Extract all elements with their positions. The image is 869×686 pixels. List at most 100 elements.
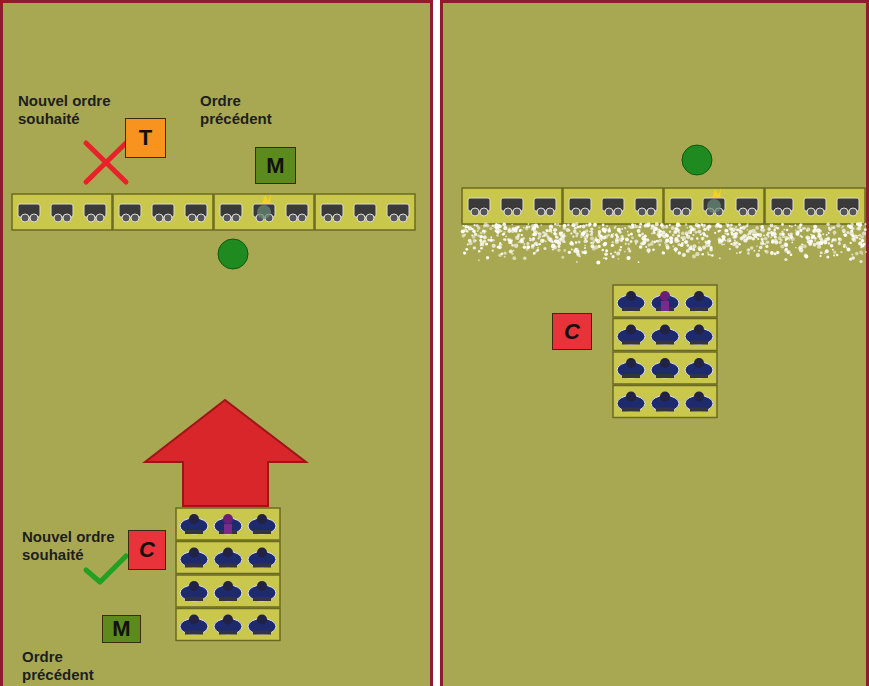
smoke-puff [467, 244, 469, 246]
smoke-puff [820, 251, 823, 254]
smoke-puff [627, 247, 630, 250]
order-box: M [102, 615, 141, 643]
gun-wheel [537, 208, 545, 216]
smoke-puff [684, 240, 688, 244]
smoke-puff [570, 241, 572, 243]
smoke-puff [576, 226, 578, 228]
smoke-puff [746, 237, 748, 239]
smoke-puff [626, 256, 630, 260]
smoke-puff [516, 231, 518, 233]
smoke-puff [492, 249, 494, 251]
cross-mark [86, 143, 126, 182]
smoke-puff [531, 238, 535, 242]
smoke-puff [844, 233, 847, 236]
smoke-puff [779, 241, 782, 244]
smoke-puff [519, 229, 521, 231]
smoke-puff [727, 238, 731, 242]
smoke-puff [774, 240, 778, 244]
smoke-puff [819, 236, 823, 240]
smoke-puff [723, 243, 725, 245]
infantry-box [613, 386, 717, 418]
gun-wheel [54, 214, 62, 222]
smoke-puff [800, 228, 802, 230]
smoke-puff [576, 252, 580, 256]
smoke-puff [838, 238, 840, 240]
smoke-puff [838, 241, 840, 243]
smoke-puff [814, 240, 816, 242]
smoke-puff [681, 232, 685, 236]
smoke-puff [785, 248, 788, 251]
smoke-puff [724, 239, 726, 241]
smoke-puff [833, 231, 837, 235]
smoke-puff [817, 245, 821, 249]
smoke-puff [582, 225, 586, 229]
order-letter: M [266, 155, 284, 177]
smoke-puff [736, 252, 738, 254]
smoke-puff [721, 243, 723, 245]
smoke-puff [814, 228, 817, 231]
gun-wheel [783, 208, 791, 216]
smoke-puff [549, 225, 553, 229]
smoke-puff [504, 256, 506, 258]
smoke-puff [858, 242, 862, 246]
smoke-puff [830, 244, 833, 247]
smoke-puff [650, 242, 654, 246]
smoke-puff [571, 249, 573, 251]
smoke-puff [625, 243, 627, 245]
smoke-puff [576, 248, 579, 251]
smoke-puff [504, 226, 507, 229]
smoke-puff [786, 229, 788, 231]
smoke-puff [584, 245, 586, 247]
order-caption: Nouvel ordre souhaité [18, 92, 130, 128]
smoke-puff [782, 234, 784, 236]
smoke-puff [631, 236, 634, 239]
soldier-head [660, 358, 670, 368]
smoke-puff [563, 233, 565, 235]
infantry-box [613, 352, 717, 384]
soldier-base [253, 631, 271, 635]
smoke-puff [715, 224, 719, 228]
soldier-head [223, 514, 233, 524]
smoke-puff [556, 229, 558, 231]
smoke-puff [529, 239, 531, 241]
smoke-puff [658, 239, 662, 243]
smoke-puff [765, 245, 768, 248]
smoke-puff [760, 241, 764, 245]
smoke-puff [504, 252, 507, 255]
smoke-puff [468, 229, 470, 231]
smoke-puff [810, 234, 812, 236]
gun-wheel [232, 214, 240, 222]
soldier-base [656, 374, 674, 378]
smoke-puff [519, 230, 521, 232]
smoke-puff [568, 251, 571, 254]
smoke-puff [505, 236, 507, 238]
smoke-puff [627, 234, 630, 237]
smoke-puff [697, 246, 701, 250]
smoke-puff [580, 225, 582, 227]
smoke-puff [634, 224, 636, 226]
order-letter: C [564, 321, 580, 343]
gun-smoke [257, 205, 271, 219]
smoke-puff [791, 242, 793, 244]
smoke-puff [738, 243, 741, 246]
gun-wheel [840, 208, 848, 216]
smoke-puff [531, 245, 535, 249]
smoke-puff [714, 232, 716, 234]
battery-box [462, 188, 562, 224]
officer-mark [661, 301, 669, 311]
smoke-puff [584, 239, 588, 243]
smoke-puff [492, 244, 496, 248]
smoke-puff [850, 242, 852, 244]
smoke-puff [645, 246, 647, 248]
soldier-base [185, 530, 203, 534]
smoke-puff [705, 241, 708, 244]
smoke-puff [675, 227, 678, 230]
smoke-puff [602, 224, 605, 227]
smoke-puff [534, 230, 538, 234]
smoke-puff [498, 227, 500, 229]
smoke-puff [480, 247, 483, 250]
smoke-puff [672, 234, 675, 237]
objective-dot [682, 145, 712, 175]
smoke-puff [729, 248, 731, 250]
smoke-puff [463, 252, 466, 255]
